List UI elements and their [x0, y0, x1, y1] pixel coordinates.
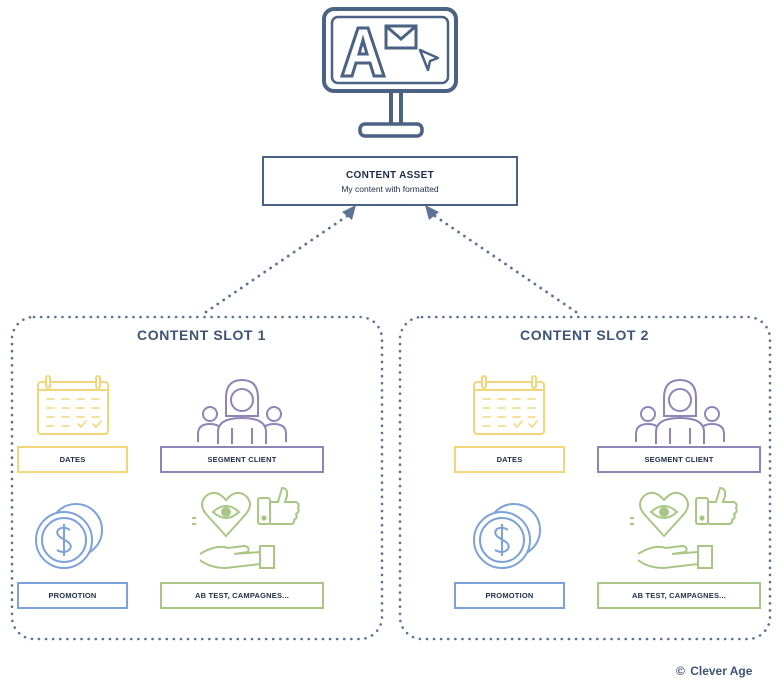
heart-eye-thumbs-up-icon: [629, 487, 738, 569]
content-slot-2-frame: [398, 315, 772, 641]
copyright-icon: ©: [676, 664, 685, 678]
content-slot-1-title: CONTENT SLOT 1: [137, 327, 266, 343]
dates-tag: DATES: [454, 446, 565, 473]
people-group-icon: [197, 379, 287, 445]
brand-credit: © Clever Age: [676, 664, 752, 678]
content-asset-title: CONTENT ASSET: [346, 170, 434, 181]
dollar-coins-icon: [473, 503, 541, 569]
content-slot-2-title: CONTENT SLOT 2: [520, 327, 649, 343]
brand-name: Clever Age: [690, 664, 753, 678]
dates-tag: DATES: [17, 446, 128, 473]
content-slot-1-frame: [10, 315, 384, 641]
content-asset-subtitle: My content with formatted: [341, 184, 439, 194]
promotion-tag: PROMOTION: [17, 582, 128, 609]
promotion-tag: PROMOTION: [454, 582, 565, 609]
dollar-coins-icon: [35, 503, 103, 569]
monitor-ad-icon: [322, 7, 458, 138]
calendar-icon: [37, 375, 109, 435]
connector-right: [425, 205, 578, 314]
connector-left: [204, 205, 356, 314]
heart-eye-thumbs-up-icon: [191, 487, 300, 569]
calendar-icon: [473, 375, 545, 435]
segment-client-tag: SEGMENT CLIENT: [160, 446, 324, 473]
ab-test-tag: AB TEST, CAMPAGNES...: [597, 582, 761, 609]
content-asset-box: CONTENT ASSET My content with formatted: [262, 156, 518, 206]
ab-test-tag: AB TEST, CAMPAGNES...: [160, 582, 324, 609]
segment-client-tag: SEGMENT CLIENT: [597, 446, 761, 473]
people-group-icon: [635, 379, 725, 445]
